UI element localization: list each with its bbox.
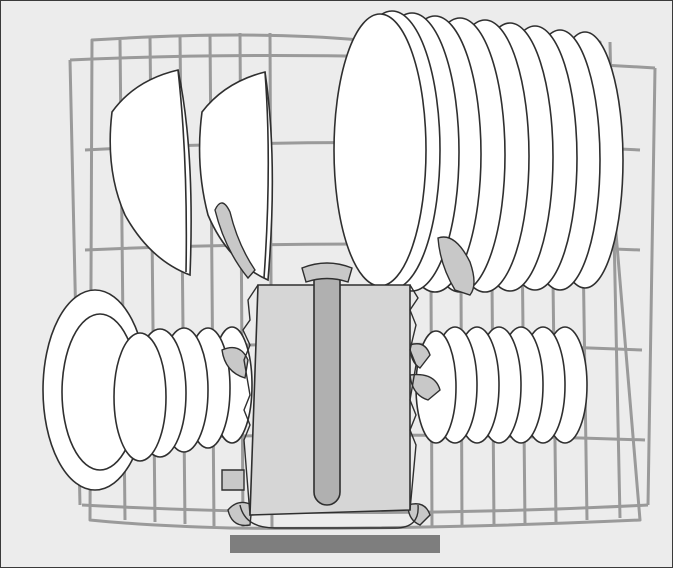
fork-bottom bbox=[221, 469, 245, 491]
right-bowl-row bbox=[415, 326, 588, 444]
spoon-left-mid bbox=[221, 346, 249, 379]
basket-handle-top bbox=[301, 262, 353, 283]
tilted-bowls bbox=[109, 69, 274, 282]
spoon-right-bottom bbox=[407, 503, 431, 526]
basket-handle bbox=[313, 264, 341, 506]
tilted-bowl-1 bbox=[109, 69, 192, 277]
tilted-bowl-2 bbox=[198, 71, 274, 282]
cutlery-basket bbox=[239, 262, 419, 529]
utensil-tips bbox=[214, 202, 475, 527]
large-plates-stack bbox=[333, 10, 624, 293]
spatula-right bbox=[437, 236, 475, 296]
rack-base-bar bbox=[230, 535, 440, 553]
ladle-left bbox=[214, 202, 256, 280]
left-bowl-row bbox=[113, 326, 253, 462]
